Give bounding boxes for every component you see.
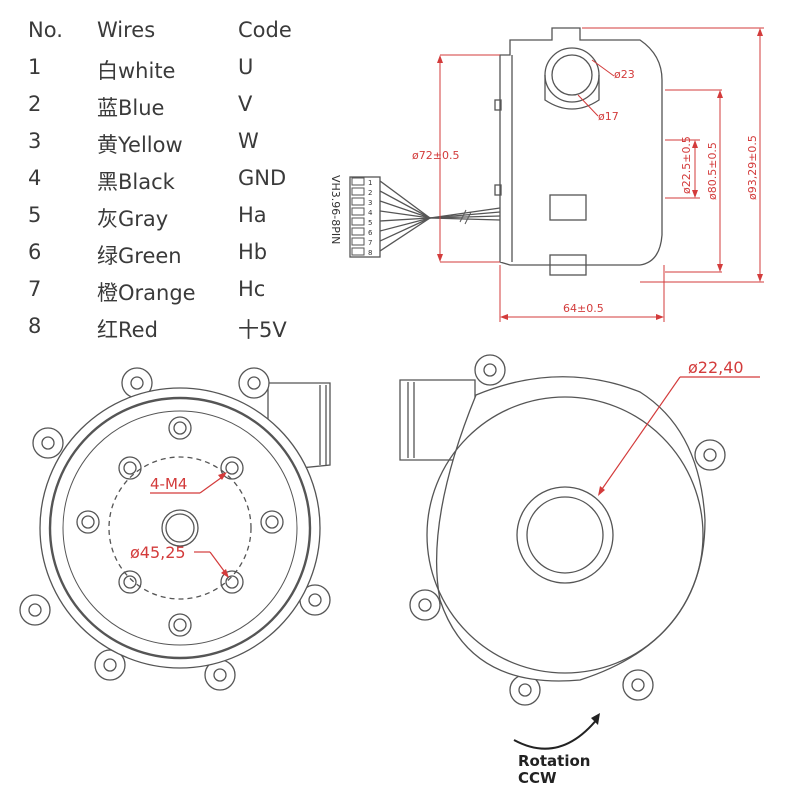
row-5-no: 5 — [28, 203, 42, 227]
dim-outlet-inner: ø17 — [598, 110, 619, 123]
row-3-code: W — [238, 129, 259, 153]
label-bolt-circle: ø45,25 — [130, 543, 186, 562]
back-leader-arrow — [598, 486, 605, 496]
dim-length: 64±0.5 — [563, 302, 604, 315]
inlet-inner — [526, 496, 604, 574]
connector-pin-numbers: 1 2 3 4 5 6 7 8 — [368, 179, 373, 257]
pin-1: 1 — [368, 179, 372, 187]
m4-holes — [118, 456, 244, 594]
row-2-code: V — [238, 92, 253, 116]
row-5-code: Ha — [238, 203, 267, 227]
row-3-wire: 黄Yellow — [97, 133, 183, 157]
back-housing — [435, 376, 706, 682]
label-inlet-diameter: ø22,40 — [688, 358, 744, 377]
row-4-no: 4 — [28, 166, 42, 190]
rotation-label: Rotation — [518, 752, 590, 770]
back-lugs — [409, 354, 726, 706]
outlet-inner-circle — [551, 54, 593, 96]
row-4-code: GND — [238, 166, 287, 190]
row-8-code: 十5V — [238, 318, 287, 342]
side-dimension-labels: ø23 ø17 ø72±0.5 ø22.5±0.5 ø80.5±0.5 ø93,… — [412, 68, 759, 315]
row-1-code: U — [238, 55, 254, 79]
row-1-no: 1 — [28, 55, 42, 79]
row-5-wire: 灰Gray — [97, 207, 169, 231]
outer-screw-holes — [76, 416, 284, 637]
back-leader — [599, 376, 760, 493]
row-6-wire: 绿Green — [97, 244, 182, 268]
front-housing-rim — [48, 396, 312, 660]
dim-outlet-outer: ø23 — [614, 68, 635, 81]
rotation-direction: CCW — [518, 769, 557, 787]
side-tab-2 — [494, 184, 502, 196]
front-housing-outer — [39, 387, 321, 669]
back-housing-circle — [426, 396, 704, 674]
label-4-m4: 4-M4 — [150, 475, 187, 493]
row-2-no: 2 — [28, 92, 42, 116]
front-lugs — [19, 367, 331, 691]
pin-3: 3 — [368, 199, 372, 207]
back-view — [399, 354, 726, 706]
dim-mid: ø80.5±0.5 — [706, 142, 719, 200]
dim-hub: ø22.5±0.5 — [680, 136, 693, 194]
pin-6: 6 — [368, 229, 373, 237]
pin-5: 5 — [368, 219, 372, 227]
row-1-wire: 白white — [97, 59, 176, 83]
header-code: Code — [238, 18, 292, 42]
rotation-arrowhead — [591, 713, 600, 725]
side-dimension-arrows — [437, 28, 763, 320]
pin-7: 7 — [368, 239, 372, 247]
connector-pins — [351, 177, 365, 256]
row-8-wire: 红Red — [97, 318, 158, 342]
leader-outlet-outer — [591, 59, 615, 77]
pin-2: 2 — [368, 189, 372, 197]
row-4-wire: 黑Black — [97, 170, 175, 194]
mounting-tab-lower — [549, 254, 587, 276]
side-tab-1 — [494, 99, 502, 111]
pin-4: 4 — [368, 209, 373, 217]
pin-8: 8 — [368, 249, 372, 257]
row-7-wire: 橙Orange — [97, 281, 196, 305]
connector-label: VH3.96-8PIN — [329, 175, 342, 244]
header-no: No. — [28, 18, 63, 42]
header-wires: Wires — [97, 18, 156, 42]
outlet-tube — [544, 75, 600, 110]
row-7-no: 7 — [28, 277, 42, 301]
row-8-no: 8 — [28, 314, 42, 338]
dim-overall: ø93,29±0.5 — [746, 135, 759, 200]
row-6-code: Hb — [238, 240, 268, 264]
row-6-no: 6 — [28, 240, 42, 264]
inlet-outer — [516, 486, 614, 584]
wire-table: No. Wires Code 1 白white U 2 蓝Blue V 3 黄Y… — [0, 0, 330, 350]
row-3-no: 3 — [28, 129, 42, 153]
leader-outlet-inner — [577, 94, 599, 117]
front-housing-inner — [62, 410, 298, 646]
row-7-code: Hc — [238, 277, 266, 301]
dim-body-diameter: ø72±0.5 — [412, 149, 459, 162]
side-view — [349, 27, 663, 276]
mounting-tab-upper — [549, 194, 587, 221]
center-hub — [161, 509, 199, 547]
row-2-wire: 蓝Blue — [97, 96, 165, 120]
front-view — [19, 367, 331, 691]
bolt-circle — [108, 456, 252, 600]
side-body-outline — [499, 27, 663, 266]
side-dimensions — [439, 27, 764, 322]
rotation-arrow — [513, 717, 599, 750]
center-hub-inner — [165, 513, 195, 543]
front-leader-arrows — [218, 472, 229, 578]
